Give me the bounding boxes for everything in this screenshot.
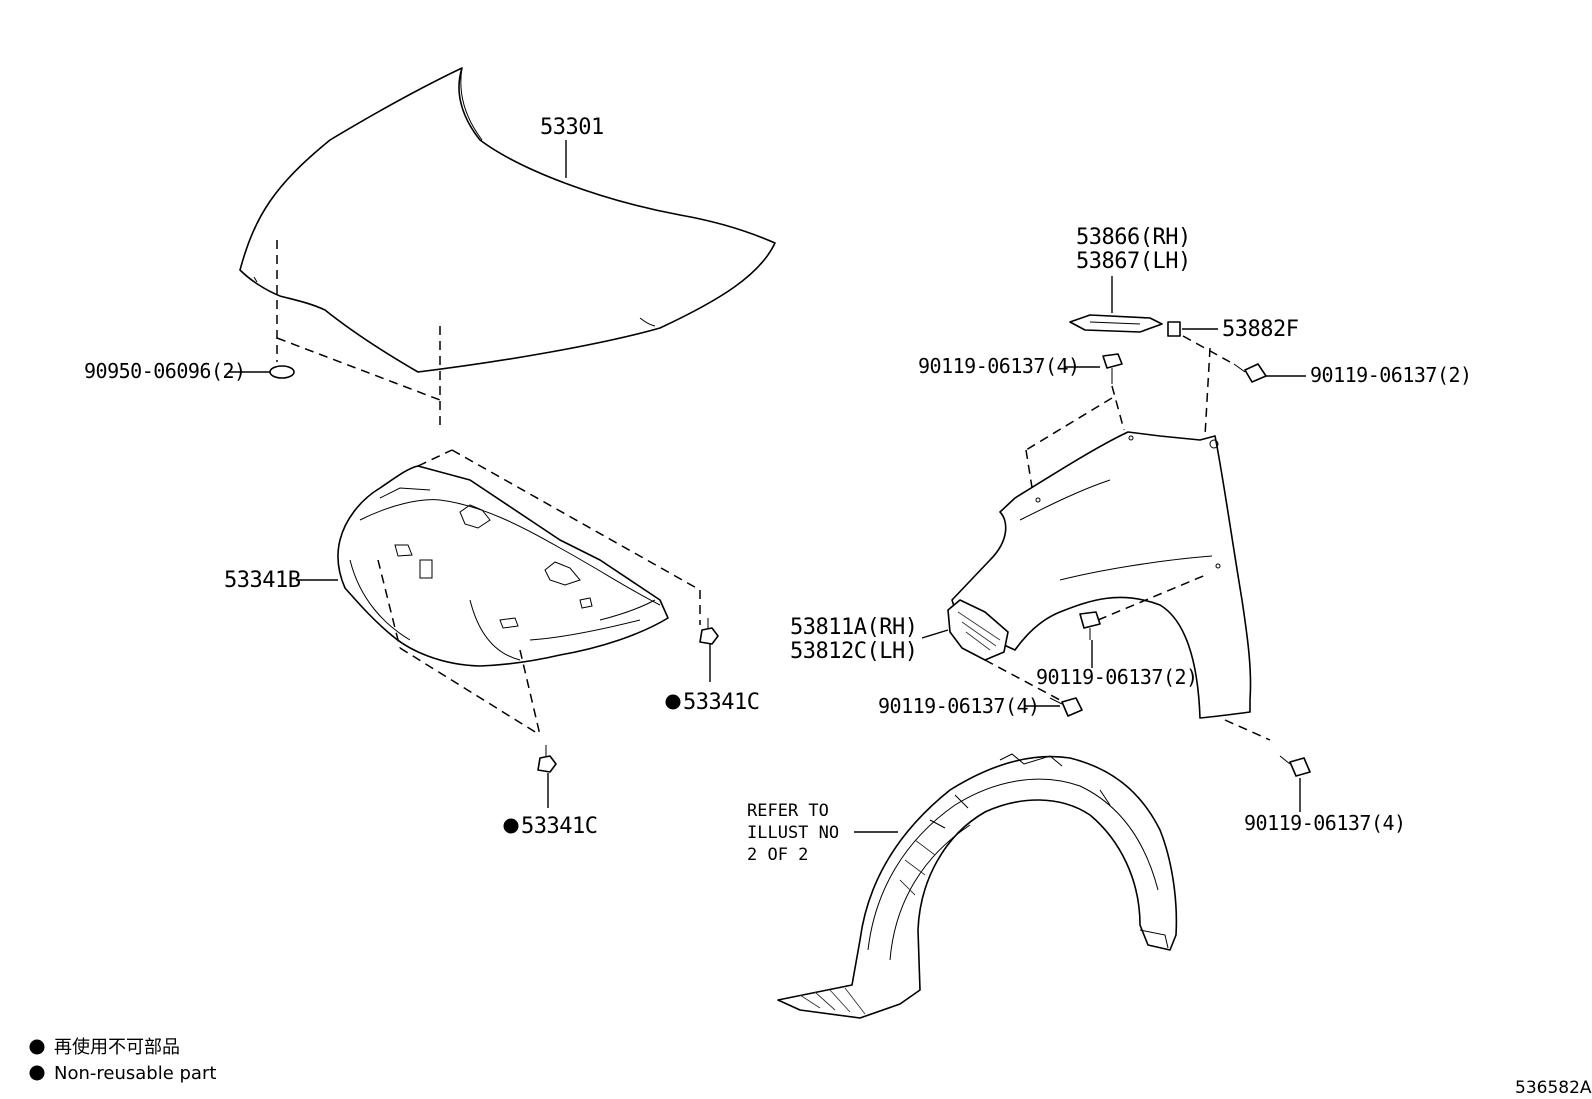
part-label-clip-a[interactable]: 53341C [683,690,760,715]
front-fender-part[interactable] [951,431,1252,719]
hood-cushion-part[interactable] [269,365,295,379]
part-label-bolt-wheel-arch[interactable]: 90119-06137(2) [1036,665,1198,689]
fender-dash-line [1025,397,1113,451]
insulator-dash-line [417,449,453,467]
part-label-bracket-rh[interactable]: 53866(RH) [1076,225,1191,250]
part-label-bolt-lower-right[interactable]: 90119-06137(4) [1244,811,1406,835]
bolt-part[interactable] [1233,363,1267,383]
fender-dash-line [1224,719,1271,741]
clip-part[interactable] [537,745,557,773]
legend-marker-icon [29,1065,45,1081]
legend-marker-icon [29,1039,45,1055]
bolt-part[interactable] [1279,755,1311,777]
part-label-nut[interactable]: 53882F [1222,317,1299,342]
part-label-clip-b[interactable]: 53341C [521,814,598,839]
non-reusable-marker-icon [665,694,681,710]
fender-dash-line [1182,335,1231,363]
bolt-part[interactable] [1102,353,1123,384]
part-label-bracket-lh[interactable]: 53867(LH) [1076,249,1191,274]
insulator-dash-line [377,559,401,649]
refer-note-line1: REFER TO [747,801,829,821]
clip-part[interactable] [699,618,719,645]
leader-line [921,629,949,639]
hood-insulator-part[interactable] [337,465,669,667]
fender-seal-part[interactable] [947,599,1009,661]
insulator-dash-line [399,647,541,736]
figure-id: 536582A [1515,1078,1592,1098]
nut-part[interactable] [1167,321,1181,337]
bolt-part[interactable] [1079,611,1101,640]
fender-dash-line [1111,385,1125,431]
part-label-bolt-upper-left[interactable]: 90119-06137(4) [918,354,1080,378]
bolt-part[interactable] [1049,697,1083,717]
part-label-hood[interactable]: 53301 [540,115,604,140]
legend-english: Non-reusable part [54,1063,216,1084]
legend-japanese: 再使用不可部品 [54,1037,180,1058]
part-label-bolt-lower-left[interactable]: 90119-06137(4) [878,694,1040,718]
part-label-fender-seal-rh[interactable]: 53811A(RH) [790,615,918,640]
part-label-fender-seal-lh[interactable]: 53812C(LH) [790,639,918,664]
fender-dash-line [1025,449,1035,501]
refer-note-line3: 2 OF 2 [747,845,808,865]
part-label-hood-cushion[interactable]: 90950-06096(2) [84,359,246,383]
fender-dash-line [1204,347,1211,437]
insulator-dash-line [451,449,701,591]
non-reusable-marker-icon [503,818,519,834]
fender-bracket-part[interactable] [1069,314,1163,333]
part-label-hood-insulator[interactable]: 53341B [224,568,301,593]
fender-liner-part[interactable] [777,753,1178,1019]
fender-dash-line [1097,573,1209,621]
refer-note-line2: ILLUST NO [747,823,839,843]
hood-panel[interactable] [239,67,776,373]
part-label-bolt-upper-right[interactable]: 90119-06137(2) [1310,363,1472,387]
